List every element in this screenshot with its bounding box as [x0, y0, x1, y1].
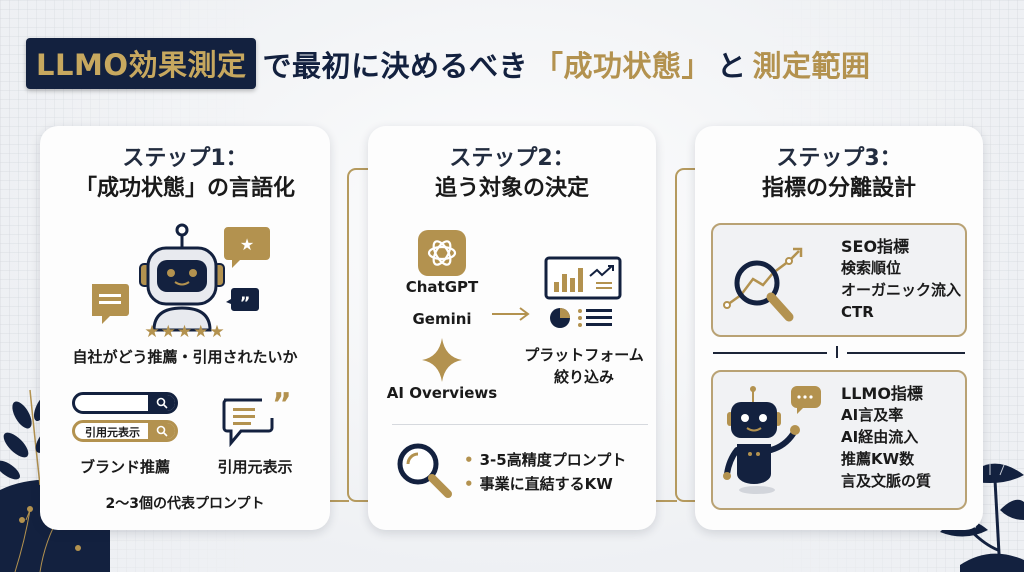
rating-stars: ★★★★★ [144, 322, 226, 342]
llmo-metric-ai-traffic: AI経由流入 [841, 428, 919, 446]
card2-divider [392, 424, 648, 425]
brand-search-bar [72, 392, 178, 414]
step1-label: ステップ1： [122, 146, 248, 171]
separator-tick [836, 346, 838, 358]
step3-header: ステップ3： 指標の分離設計 [695, 144, 983, 204]
bullet-prompts: 3-5高精度プロンプト [479, 451, 627, 469]
citation-label: 引用元表示 [217, 458, 293, 476]
bullet-item: • 事業に直結するKW [464, 472, 626, 496]
llmo-metric-recommend-kw: 推薦KW数 [841, 450, 915, 468]
citation-search-text: 引用元表示 [85, 426, 140, 439]
robot-icon: ★ ” [92, 223, 270, 332]
step3-card: ステップ3： 指標の分離設計 SEO指標 検索順位 オーガニック流入 CTR [695, 126, 983, 530]
step1-heading: 「成功状態」の言語化 [74, 176, 295, 201]
llmo-robot-icon [723, 386, 821, 494]
bullet-dot: • [464, 451, 474, 469]
step2-label: ステップ2： [449, 146, 575, 171]
title-connector: と [717, 48, 747, 83]
seo-metric-ctr: CTR [841, 303, 874, 321]
citation-quote-icon: ” [222, 388, 290, 448]
bullet-dot: • [464, 475, 474, 493]
svg-text:”: ” [272, 388, 290, 422]
platform-ai-overviews: AI Overviews [386, 384, 498, 402]
step2-card: ステップ2： 追う対象の決定 ChatGPT Gemini AI Overvie… [368, 126, 656, 530]
seo-metrics-text: SEO指標 検索順位 オーガニック流入 CTR [841, 233, 961, 323]
llmo-metrics-box: LLMO指標 AI言及率 AI経由流入 推薦KW数 言及文脈の質 [711, 370, 967, 510]
step3-heading: 指標の分離設計 [761, 176, 916, 201]
connector-step1-step2 [347, 168, 369, 502]
llmo-metric-mention-rate: AI言及率 [841, 406, 904, 424]
title-badge: LLMO効果測定 [26, 38, 257, 89]
seo-analytics-magnifier-icon [723, 247, 803, 322]
seo-metric-rank: 検索順位 [841, 259, 902, 277]
llmo-metric-context-quality: 言及文脈の質 [841, 472, 932, 490]
bullet-keywords: 事業に直結するKW [479, 475, 613, 493]
title-end: 測定範囲 [752, 48, 871, 83]
page-title: LLMO効果測定 で最初に決めるべき 「成功状態」 と 測定範囲 [26, 38, 1024, 89]
separator-line-left [713, 352, 827, 354]
connector-step2-bottom [654, 500, 677, 502]
step1-card: ステップ1： 「成功状態」の言語化 ★ ” ★★★★★ 自社がどう推薦・引用され… [40, 126, 330, 530]
seo-metric-organic: オーガニック流入 [841, 281, 962, 299]
llmo-metrics-title: LLMO指標 [841, 384, 923, 403]
platform-gemini: Gemini [412, 310, 472, 328]
connector-step1-bottom [326, 500, 349, 502]
seo-metrics-title: SEO指標 [841, 237, 910, 256]
search-button-gold [148, 423, 175, 439]
search-button [148, 395, 175, 411]
gemini-sparkle-icon [422, 338, 462, 382]
step2-bullets: • 3-5高精度プロンプト • 事業に直結するKW [464, 448, 626, 496]
seo-metrics-box: SEO指標 検索順位 オーガニック流入 CTR [711, 223, 967, 337]
bullet-item: • 3-5高精度プロンプト [464, 448, 626, 472]
chatgpt-logo-icon [418, 230, 466, 276]
search-icon [156, 425, 168, 437]
step2-heading: 追う対象の決定 [434, 176, 589, 201]
platform-narrowing-label: プラットフォーム 絞り込み [518, 344, 650, 388]
title-highlight: 「成功状態」 [534, 48, 712, 83]
citation-search-bar: 引用元表示 [72, 420, 178, 442]
step1-header: ステップ1： 「成功状態」の言語化 [40, 144, 330, 204]
narrow-label-line1: プラットフォーム [524, 346, 644, 364]
connector-step2-step3 [675, 168, 697, 502]
arrow-right-icon [492, 307, 530, 321]
title-middle: で最初に決めるべき [262, 48, 528, 83]
separator-line-right [847, 352, 965, 354]
svg-text:★: ★ [240, 235, 254, 254]
narrow-label-line2: 絞り込み [553, 368, 614, 386]
magnifier-icon [397, 443, 452, 498]
brand-recommend-label: ブランド推薦 [79, 458, 170, 476]
representative-prompts: 2〜3個の代表プロンプト [105, 496, 265, 512]
dashboard-chart-icon [544, 256, 622, 328]
search-icon [156, 397, 168, 409]
svg-text:”: ” [240, 293, 251, 312]
llmo-metrics-text: LLMO指標 AI言及率 AI経由流入 推薦KW数 言及文脈の質 [841, 380, 931, 492]
step2-header: ステップ2： 追う対象の決定 [368, 144, 656, 204]
step1-caption: 自社がどう推薦・引用されたいか [72, 348, 298, 366]
step3-label: ステップ3： [776, 146, 902, 171]
platform-chatgpt: ChatGPT [405, 278, 479, 296]
